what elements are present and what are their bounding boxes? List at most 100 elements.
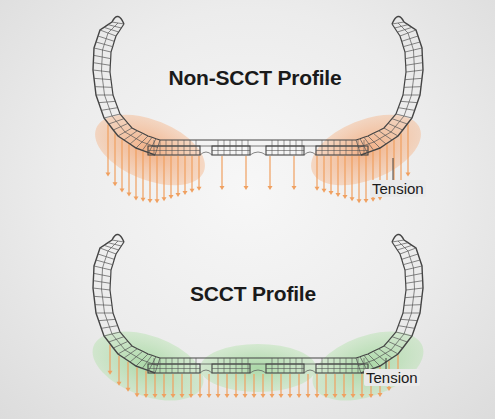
- mesh-line: [172, 140, 173, 155]
- arrowhead: [243, 394, 248, 398]
- force-arrow: [191, 156, 192, 190]
- profile-title: Non-SCCT Profile: [169, 66, 342, 90]
- arrowhead: [189, 394, 194, 398]
- arrowhead: [343, 195, 348, 199]
- force-arrow: [163, 156, 164, 198]
- arrowhead: [244, 186, 249, 190]
- mesh-line: [124, 131, 137, 140]
- force-arrow: [244, 374, 245, 395]
- mesh-line: [392, 119, 407, 124]
- arrowhead: [342, 394, 347, 398]
- mesh-line: [98, 36, 114, 41]
- force-arrow: [127, 362, 128, 389]
- mesh-line: [248, 140, 249, 155]
- mesh-line: [166, 140, 167, 155]
- mesh-line: [218, 140, 219, 155]
- arrowhead: [135, 393, 140, 397]
- mesh-line: [368, 354, 380, 366]
- mesh-line: [404, 304, 421, 306]
- tension-label: Tension: [370, 180, 426, 197]
- mesh-line: [379, 349, 392, 358]
- mesh-line: [356, 358, 361, 373]
- arrowhead: [141, 198, 146, 202]
- mesh-line: [405, 296, 422, 297]
- mesh-line: [398, 108, 414, 111]
- mesh-line: [94, 273, 111, 276]
- mesh-line: [340, 358, 341, 373]
- mesh-line: [96, 42, 113, 47]
- tread-groove: [250, 370, 266, 373]
- mesh-line: [296, 140, 297, 155]
- force-arrow: [323, 156, 324, 190]
- mesh-line: [406, 70, 423, 72]
- arrowhead: [350, 197, 355, 201]
- arrowhead: [252, 394, 257, 398]
- mesh-line: [358, 140, 359, 155]
- mesh-line: [404, 86, 421, 88]
- arrowhead: [297, 394, 302, 398]
- mesh-line: [278, 358, 279, 373]
- mesh-line: [184, 140, 185, 155]
- bead-hook: [392, 16, 404, 24]
- mesh-line: [403, 42, 420, 47]
- tread-groove: [200, 152, 212, 155]
- mesh-line: [406, 288, 423, 290]
- mesh-line: [224, 358, 225, 373]
- mesh-line: [359, 23, 415, 148]
- force-arrow: [325, 374, 326, 395]
- arrowhead: [108, 371, 113, 375]
- mesh-line: [190, 358, 191, 373]
- arrowhead: [169, 195, 174, 199]
- mesh-line: [104, 114, 120, 118]
- mesh-line: [113, 341, 128, 348]
- arrowhead: [360, 394, 365, 398]
- force-arrow: [118, 356, 119, 383]
- tread-block: [316, 364, 368, 373]
- force-arrow: [221, 156, 222, 187]
- force-arrow: [190, 374, 191, 395]
- force-arrow: [351, 156, 352, 198]
- force-arrow: [330, 156, 331, 192]
- force-arrow: [337, 156, 338, 194]
- mesh-line: [118, 346, 132, 354]
- force-arrow: [198, 156, 199, 188]
- mesh-line: [196, 358, 197, 373]
- arrowhead: [148, 199, 153, 203]
- mesh-line: [178, 140, 179, 155]
- force-arrow: [344, 156, 345, 196]
- arrowhead: [234, 394, 239, 398]
- force-arrow: [109, 345, 110, 372]
- mesh-line: [402, 254, 418, 259]
- arrowhead: [126, 388, 131, 392]
- mesh-line: [104, 27, 119, 32]
- mesh-line: [104, 245, 119, 250]
- arrowhead: [336, 193, 341, 197]
- mesh-line: [316, 368, 368, 369]
- mesh-line: [236, 140, 237, 155]
- mesh-line: [400, 30, 416, 36]
- arrowhead: [322, 189, 327, 193]
- force-arrow: [316, 156, 317, 188]
- mesh-line: [290, 358, 291, 373]
- mesh-line: [373, 133, 386, 144]
- force-arrow: [235, 374, 236, 395]
- mesh-line: [148, 150, 200, 151]
- mesh-line: [95, 304, 112, 306]
- mesh-line: [352, 358, 353, 373]
- arrowhead: [127, 193, 132, 197]
- force-arrow: [293, 156, 294, 187]
- mesh-line: [96, 260, 113, 265]
- arrowhead: [378, 197, 383, 201]
- arrowhead: [315, 394, 320, 398]
- mesh-line: [405, 266, 422, 270]
- force-arrow: [361, 374, 362, 395]
- mesh-line: [359, 241, 415, 366]
- mesh-line: [94, 296, 111, 297]
- mesh-line: [392, 337, 407, 342]
- force-arrow: [107, 124, 108, 173]
- force-arrow: [172, 374, 173, 395]
- mesh-line: [356, 140, 361, 155]
- force-arrow: [142, 152, 143, 199]
- force-arrow: [316, 374, 317, 395]
